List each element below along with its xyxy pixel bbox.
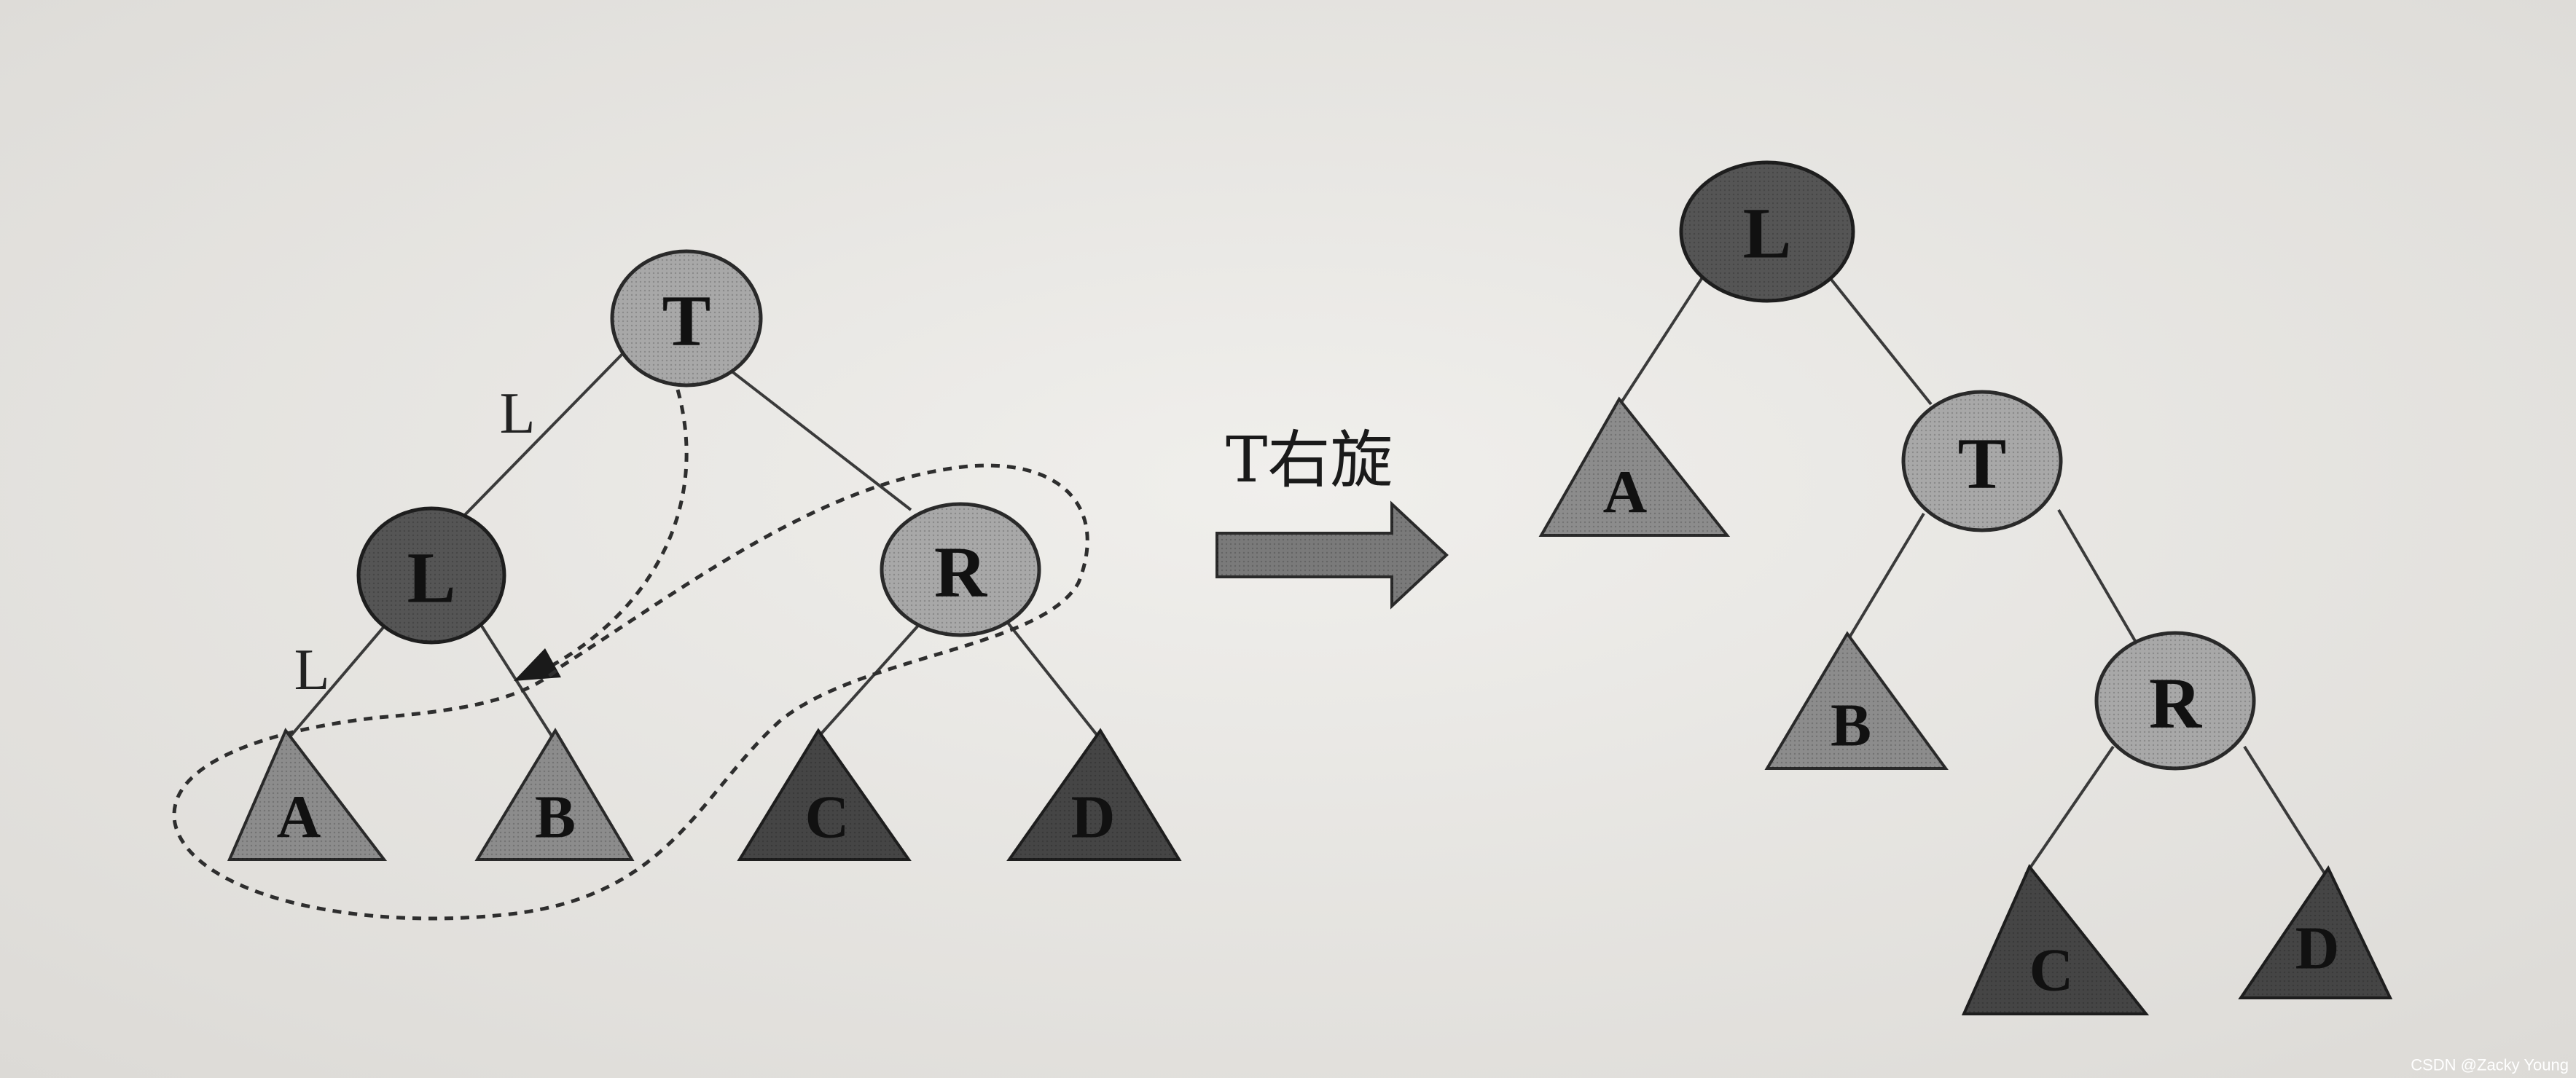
after-node-r-label: R <box>2149 663 2203 744</box>
before-subtree-d: D <box>1006 728 1182 861</box>
watermark: CSDN @Zacky Young <box>2411 1056 2569 1074</box>
after-subtree-b: B <box>1764 631 1949 770</box>
after-subtree-c: C <box>1961 864 2150 1015</box>
before-node-l: L <box>356 506 506 645</box>
tree-before: L L T L R A B <box>172 249 1182 921</box>
edge-after-r-d <box>2243 745 2333 886</box>
before-node-t-label: T <box>662 280 711 361</box>
after-subtree-b-label: B <box>1831 692 1871 760</box>
after-subtree-a-label: A <box>1603 459 1648 527</box>
before-subtree-a-label: A <box>277 784 321 851</box>
edge-after-l-a <box>1616 272 1707 409</box>
before-node-l-label: L <box>407 538 456 618</box>
after-node-t-label: T <box>1958 423 2007 504</box>
edge-l-a <box>286 614 395 741</box>
after-subtree-a: A <box>1538 396 1731 537</box>
edge-after-l-t <box>1828 275 1933 406</box>
rotation-indicator: T右旋 <box>1215 424 1449 610</box>
before-node-t: T <box>610 249 763 387</box>
before-node-r: R <box>880 502 1041 637</box>
after-subtree-d: D <box>2238 865 2393 999</box>
edge-after-t-r <box>2057 508 2137 642</box>
after-node-l-label: L <box>1743 193 1792 274</box>
edge-after-r-c <box>2024 745 2115 876</box>
edge-label-t-l: L <box>500 382 536 446</box>
edge-t-l <box>458 352 625 522</box>
before-subtree-a: A <box>227 728 388 861</box>
edge-after-t-b <box>1846 512 1925 642</box>
before-subtree-b: B <box>474 728 635 861</box>
dashed-arrowhead <box>514 648 561 681</box>
before-subtree-c: C <box>737 728 912 861</box>
tree-after: L T R A B C D <box>1538 160 2393 1015</box>
before-node-r-label: R <box>934 532 988 613</box>
rotation-label: T右旋 <box>1226 424 1393 497</box>
edge-r-c <box>815 618 925 741</box>
after-subtree-c-label: C <box>2029 937 2074 1004</box>
before-subtree-d-label: D <box>1071 784 1116 851</box>
dashed-path-t-down <box>549 389 689 669</box>
before-subtree-b-label: B <box>535 784 576 851</box>
edge-r-d <box>1001 614 1102 741</box>
after-node-l: L <box>1679 160 1855 303</box>
before-subtree-c-label: C <box>805 784 850 851</box>
edge-t-r <box>716 359 912 511</box>
after-subtree-d-label: D <box>2295 915 2340 983</box>
after-node-t: T <box>1901 390 2063 532</box>
edge-label-l-a: L <box>294 638 330 702</box>
after-node-r: R <box>2094 631 2256 771</box>
